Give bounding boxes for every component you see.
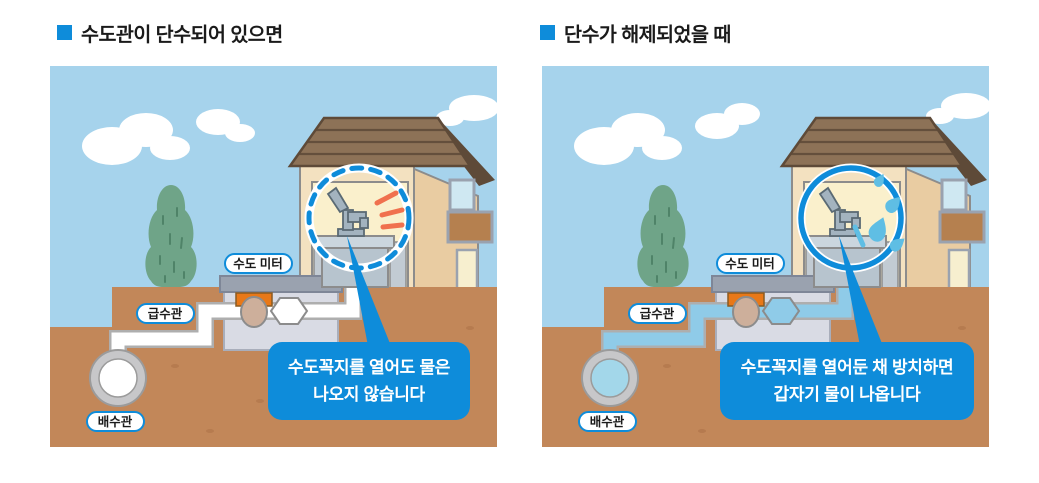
blue-square-bullet-icon: [57, 25, 72, 40]
speech-bubble-tail: [839, 236, 883, 346]
sink-counter: [315, 235, 395, 249]
valve: [240, 296, 268, 328]
drain-main: [581, 349, 639, 407]
label-drain-pipe: [86, 411, 145, 432]
speech-bubble: 수도꼭지를 열어도 물은 나오지 않습니다: [268, 342, 470, 420]
faucet-icon: [326, 186, 369, 237]
right-panel-title-text: 단수가 해제되었을 때: [564, 24, 731, 46]
tree-icon: [637, 185, 689, 287]
water-meter: [235, 292, 309, 328]
balcony: [938, 210, 986, 244]
drain-pipe-water: [98, 358, 138, 398]
no-water-dashes-icon: [374, 190, 405, 230]
label-water-meter-text: 수도 미터: [233, 256, 282, 271]
supply-pipe: [603, 248, 852, 366]
clouds: [82, 95, 497, 165]
door: [947, 248, 971, 292]
water-pipes: [109, 248, 362, 366]
illustration-water-restored: 수도꼭지를 열어둔 채 방치하면 갑자기 물이 나옵니다 수도 미터 급수관 배…: [542, 66, 989, 447]
panel-water-restored: 수도꼭지를 열어둔 채 방치하면 갑자기 물이 나옵니다 수도 미터 급수관 배…: [542, 66, 989, 447]
label-drain-pipe: [578, 411, 637, 432]
right-panel-title: 단수가 해제되었을 때: [540, 18, 731, 47]
window: [448, 178, 476, 212]
water-pipes: [601, 248, 854, 366]
drain-main: [89, 349, 147, 407]
left-panel-title-text: 수도관이 단수되어 있으면: [81, 24, 283, 46]
left-panel-title: 수도관이 단수되어 있으면: [57, 18, 283, 47]
bubble-text-line1: 수도꼭지를 열어둔 채 방치하면: [741, 358, 954, 377]
drain-pipe-water: [590, 358, 630, 398]
illustration-water-shut-off: 수도꼭지를 열어도 물은 나오지 않습니다 수도 미터 급수관 배수관: [50, 66, 497, 447]
clouds: [574, 93, 989, 165]
meter-body: [269, 297, 309, 325]
speech-bubble-tail: [347, 236, 391, 346]
label-supply-pipe-text: 급수관: [640, 306, 675, 321]
supply-pipe: [111, 248, 360, 366]
meter-body: [761, 297, 801, 325]
label-water-meter: [716, 253, 785, 274]
label-water-meter-text: 수도 미터: [725, 256, 774, 271]
label-water-meter: [224, 253, 293, 274]
bubble-text-line1: 수도꼭지를 열어도 물은: [288, 358, 451, 377]
labels: 수도 미터 급수관 배수관: [86, 253, 293, 432]
valve: [732, 296, 760, 328]
label-drain-pipe-text: 배수관: [98, 414, 133, 429]
labels: 수도 미터 급수관 배수관: [578, 253, 785, 432]
speech-bubble: 수도꼭지를 열어둔 채 방치하면 갑자기 물이 나옵니다: [720, 342, 974, 420]
bubble-text-line2: 갑자기 물이 나옵니다: [774, 385, 922, 404]
label-supply-pipe-text: 급수관: [148, 306, 183, 321]
label-supply-pipe: [136, 303, 195, 324]
window: [940, 178, 968, 212]
balcony: [446, 210, 494, 244]
label-drain-pipe-text: 배수관: [590, 414, 625, 429]
water-meter: [727, 292, 801, 328]
blue-square-bullet-icon: [540, 25, 555, 40]
door: [455, 248, 479, 292]
tree-icon: [145, 185, 197, 287]
label-supply-pipe: [628, 303, 687, 324]
bubble-text-line2: 나오지 않습니다: [313, 385, 425, 404]
water-drops-icon: [852, 173, 905, 252]
panel-water-shut-off: 수도꼭지를 열어도 물은 나오지 않습니다 수도 미터 급수관 배수관: [50, 66, 497, 447]
